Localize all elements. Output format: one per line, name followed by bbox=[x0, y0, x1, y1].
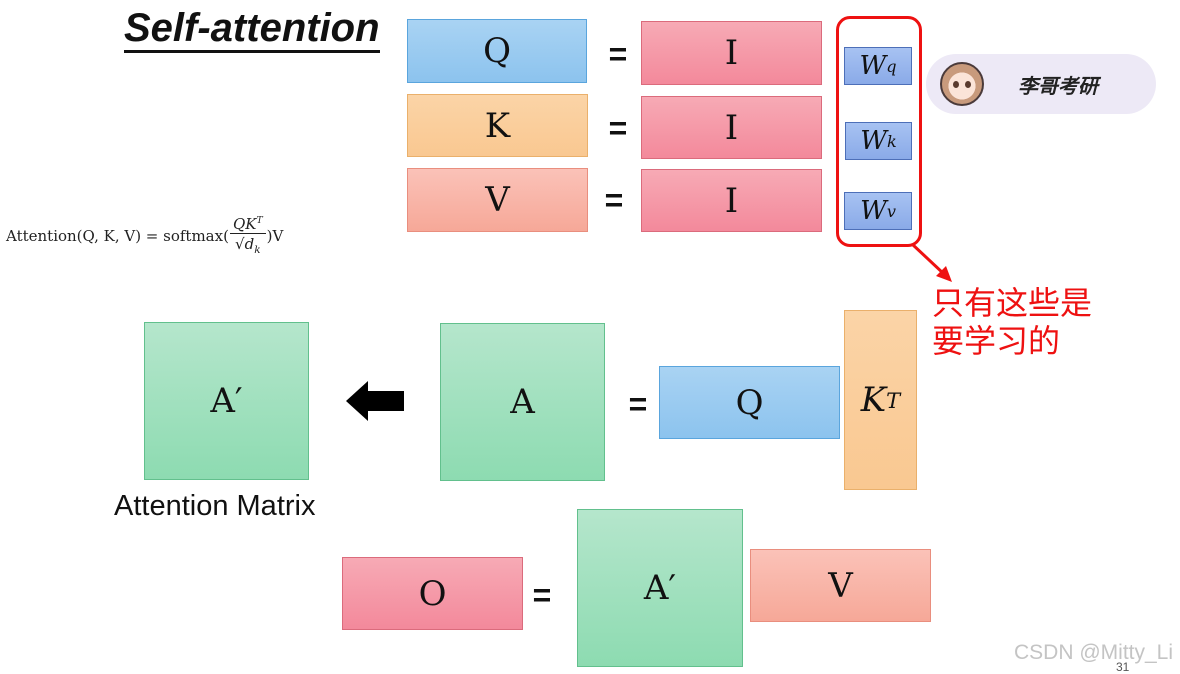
weights-highlight-frame bbox=[836, 16, 922, 247]
equals-sign: = bbox=[604, 182, 624, 218]
a-box: A bbox=[440, 323, 605, 481]
i-box: I bbox=[641, 21, 822, 85]
v-box: V bbox=[750, 549, 931, 622]
k-box: K bbox=[407, 94, 588, 157]
attention-formula: Attention(Q, K, V) = softmax( QKT √dk )V bbox=[6, 212, 283, 260]
formula-denominator: √dk bbox=[235, 235, 261, 256]
formula-lhs: Attention(Q, K, V) = softmax( bbox=[6, 227, 229, 245]
q-box: Q bbox=[407, 19, 587, 83]
annotation-text: 只有这些是 要学习的 bbox=[932, 284, 1092, 360]
arrow-left-icon bbox=[346, 381, 404, 421]
equals-sign: = bbox=[608, 110, 628, 146]
a-prime-box: A′ bbox=[577, 509, 743, 667]
o-box: O bbox=[342, 557, 523, 630]
watermark-badge: 李哥考研 bbox=[926, 54, 1156, 114]
formula-rhs: )V bbox=[266, 227, 284, 245]
i-box: I bbox=[641, 96, 822, 159]
equals-sign: = bbox=[608, 36, 628, 72]
avatar-eye-icon bbox=[953, 81, 959, 88]
formula-fraction: QKT √dk bbox=[229, 212, 266, 260]
annotation-line-2: 要学习的 bbox=[932, 322, 1061, 360]
annotation-line-1: 只有这些是 bbox=[932, 284, 1093, 322]
avatar bbox=[940, 62, 984, 106]
equals-sign: = bbox=[628, 386, 648, 422]
badge-label: 李哥考研 bbox=[1018, 73, 1098, 98]
watermark-credit: CSDN @Mitty_Li bbox=[1014, 641, 1174, 664]
equals-sign: = bbox=[532, 577, 552, 613]
a-prime-box: A′ bbox=[144, 322, 309, 480]
annotation-arrow bbox=[910, 242, 952, 282]
avatar-eye-icon bbox=[965, 81, 971, 88]
attention-matrix-caption: Attention Matrix bbox=[114, 490, 316, 522]
v-box: V bbox=[407, 168, 588, 232]
page-number: 31 bbox=[1116, 660, 1130, 674]
formula-numerator: QKT bbox=[229, 212, 266, 234]
i-box: I bbox=[641, 169, 822, 232]
page-title: Self-attention bbox=[124, 6, 380, 53]
q-box: Q bbox=[659, 366, 840, 439]
